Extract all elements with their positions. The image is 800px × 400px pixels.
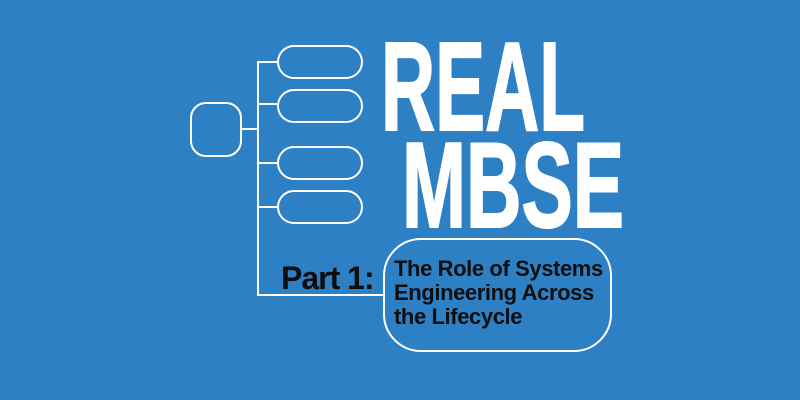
- root-node: [190, 102, 242, 157]
- branch-connector-1: [258, 61, 277, 63]
- trunk-line: [257, 61, 259, 296]
- branch-connector-2: [258, 103, 277, 105]
- branch-node-2: [277, 89, 363, 123]
- headline-line-mbse: MBSE: [401, 116, 625, 254]
- topic-connector-line: [257, 294, 384, 296]
- branch-node-4: [277, 190, 363, 224]
- headline-mbse-text: MBSE: [402, 117, 624, 253]
- headline-real-text: REAL: [381, 16, 585, 157]
- part-label: Part 1:: [281, 260, 375, 296]
- headline-line-real: REAL: [380, 15, 586, 158]
- branch-node-1: [277, 45, 363, 79]
- branch-node-3: [277, 146, 363, 180]
- topic-box: The Role of Systems Engineering Across t…: [383, 238, 612, 352]
- branch-connector-3: [258, 162, 277, 164]
- root-connector-line: [242, 128, 258, 130]
- topic-title-line-3: the Lifecycle: [394, 304, 523, 329]
- topic-title-line-1: The Role of Systems: [394, 256, 603, 281]
- branch-connector-4: [258, 206, 277, 208]
- topic-title-line-2: Engineering Across: [394, 280, 594, 305]
